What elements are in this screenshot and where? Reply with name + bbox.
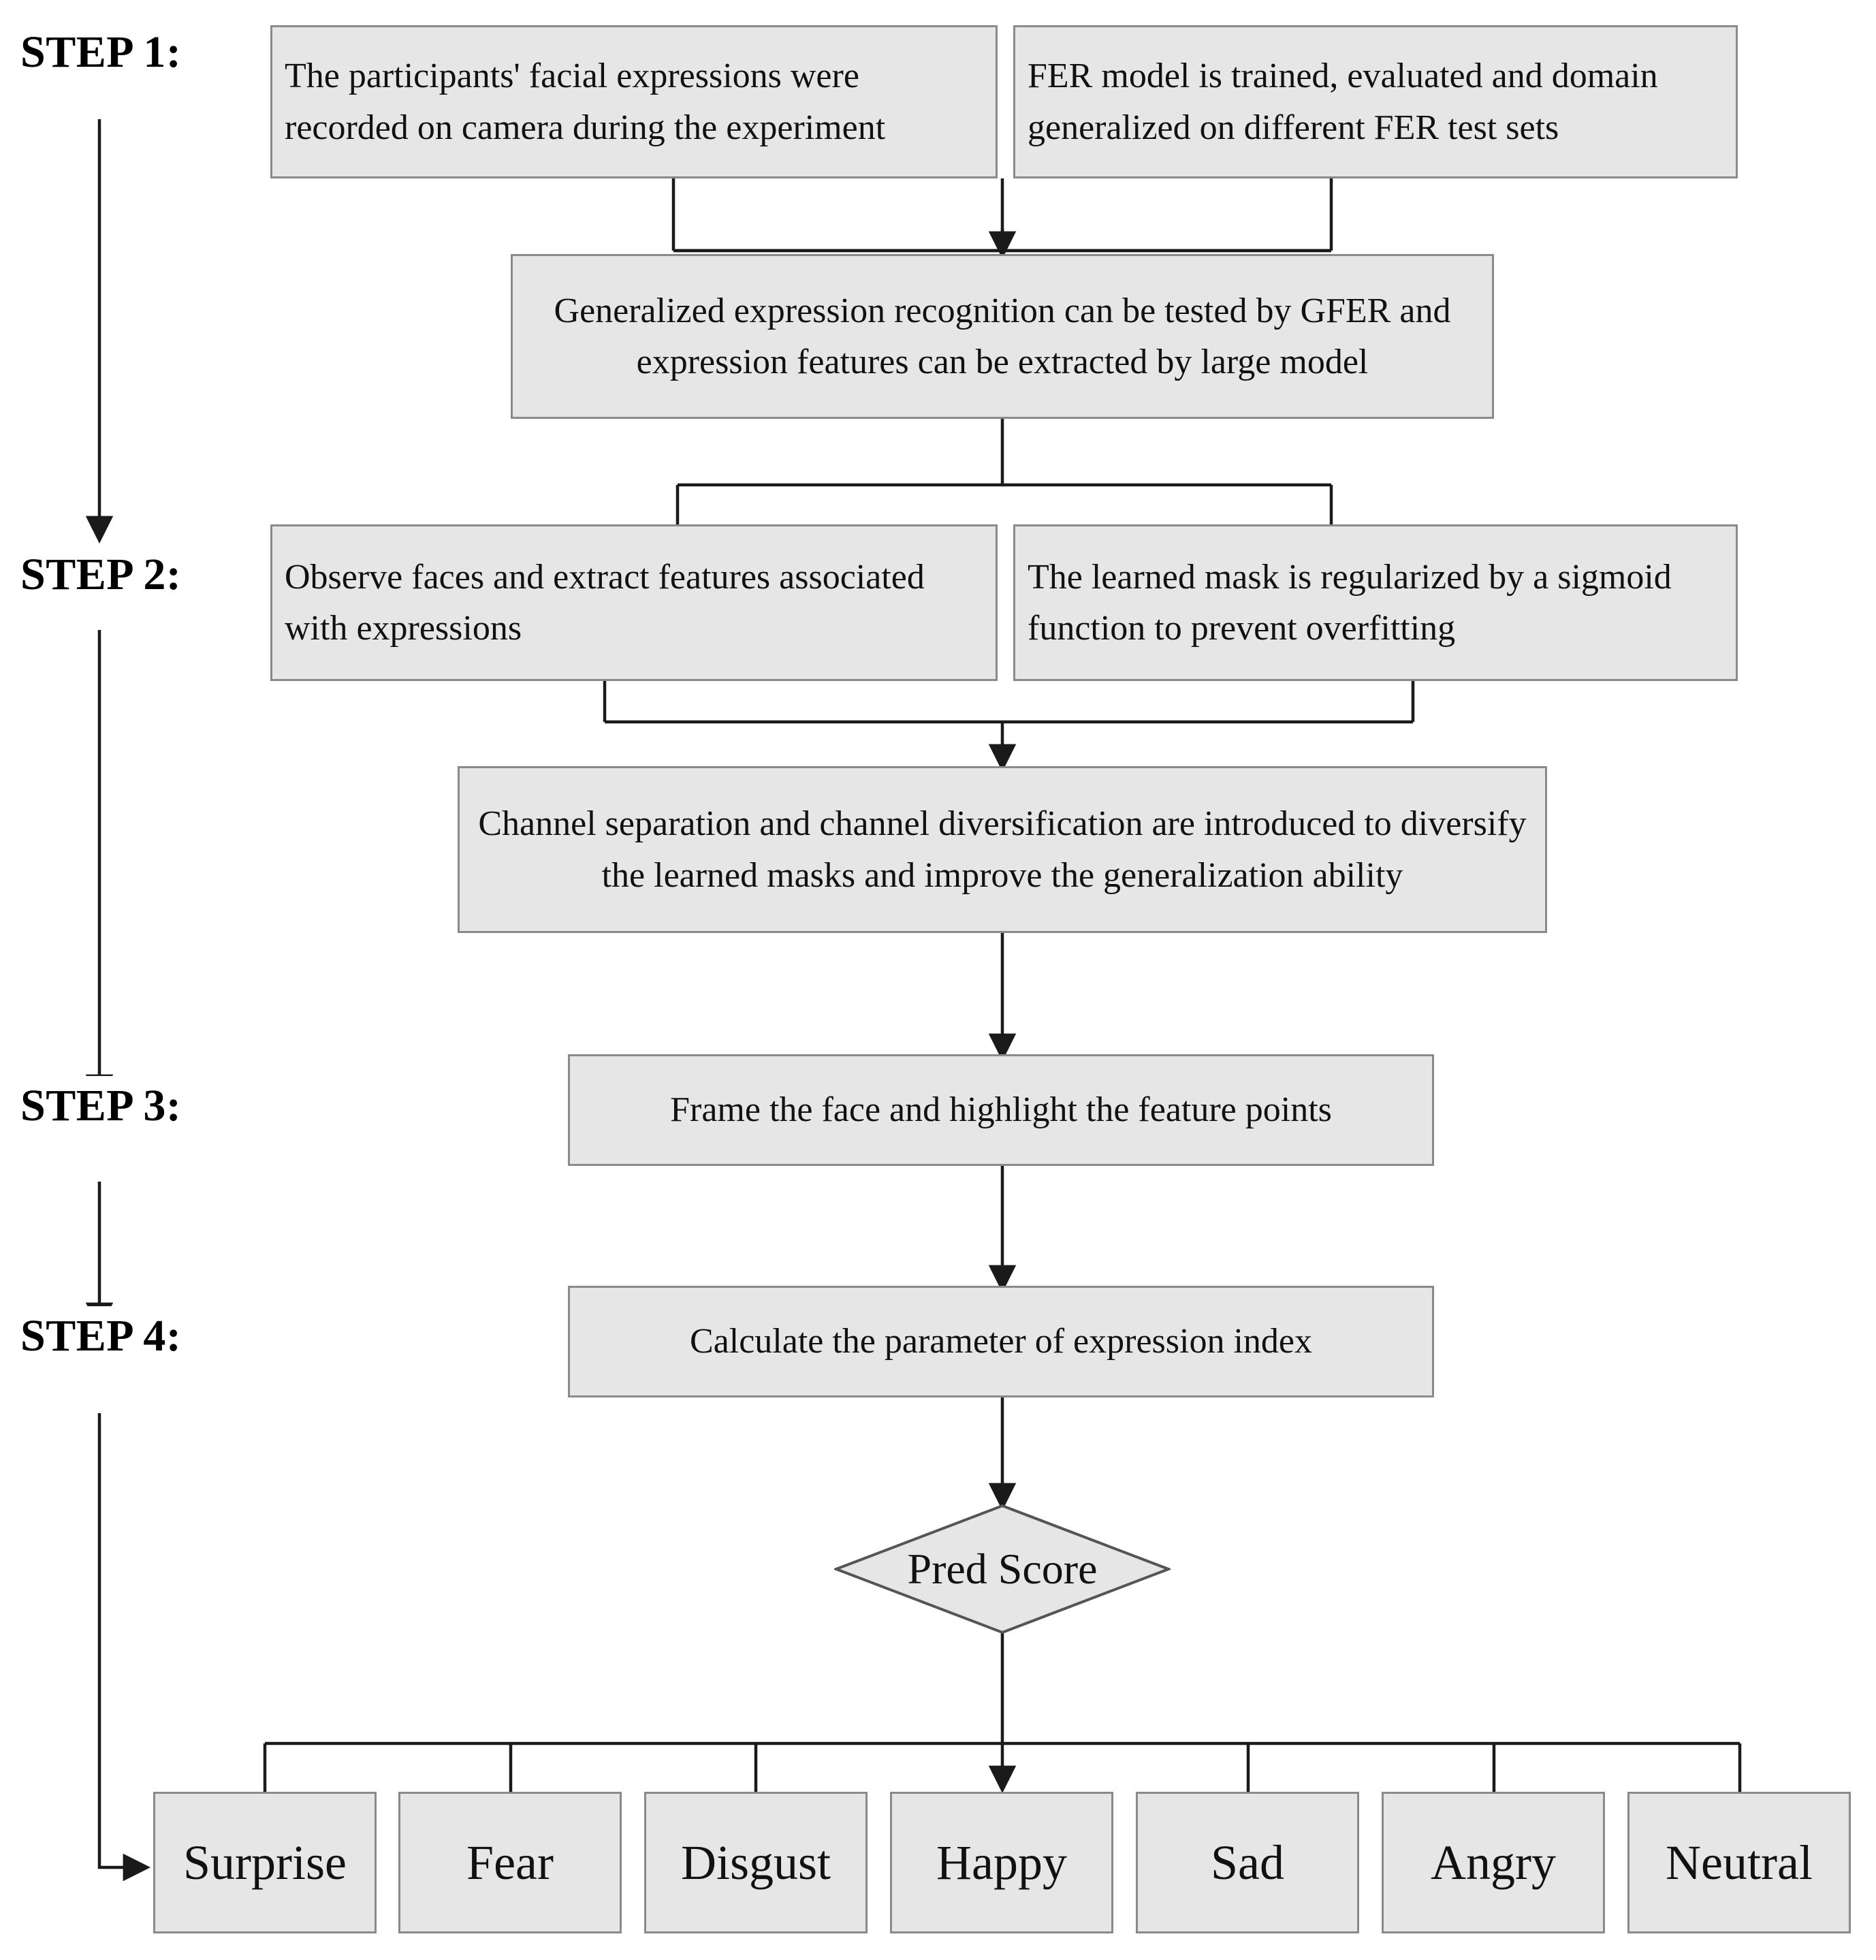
node-learned-mask[interactable]: The learned mask is regularized by a sig… xyxy=(1013,524,1738,681)
emotion-label-surprise: Surprise xyxy=(183,1835,347,1890)
diamond-shape xyxy=(832,1504,1173,1634)
node-learned-mask-text: The learned mask is regularized by a sig… xyxy=(1028,557,1672,648)
node-channel-separation[interactable]: Channel separation and channel diversifi… xyxy=(458,766,1547,933)
node-observe-faces-text: Observe faces and extract features assoc… xyxy=(285,557,925,648)
step-label-1: STEP 1: xyxy=(20,22,189,82)
emotion-label-sad: Sad xyxy=(1211,1835,1284,1890)
node-calculate-index-text: Calculate the parameter of expression in… xyxy=(690,1322,1312,1361)
node-participants[interactable]: The participants' facial expressions wer… xyxy=(270,25,998,178)
node-channel-separation-text: Channel separation and channel diversifi… xyxy=(478,804,1527,895)
node-fer-model[interactable]: FER model is trained, evaluated and doma… xyxy=(1013,25,1738,178)
emotion-box-disgust[interactable]: Disgust xyxy=(644,1792,868,1933)
step-label-2: STEP 2: xyxy=(20,545,189,605)
node-participants-text: The participants' facial expressions wer… xyxy=(285,57,886,147)
node-frame-face-text: Frame the face and highlight the feature… xyxy=(670,1090,1332,1130)
emotion-label-neutral: Neutral xyxy=(1666,1835,1813,1890)
node-generalized-recognition-text: Generalized expression recognition can b… xyxy=(554,291,1451,381)
node-pred-score[interactable]: Pred Score xyxy=(832,1504,1173,1634)
emotion-box-happy[interactable]: Happy xyxy=(890,1792,1113,1933)
step-label-3: STEP 3: xyxy=(20,1076,189,1136)
emotion-label-fear: Fear xyxy=(466,1835,554,1890)
step-label-4: STEP 4: xyxy=(20,1306,189,1366)
emotion-box-neutral[interactable]: Neutral xyxy=(1627,1792,1851,1933)
emotion-box-angry[interactable]: Angry xyxy=(1382,1792,1605,1933)
emotion-box-sad[interactable]: Sad xyxy=(1136,1792,1359,1933)
node-frame-face[interactable]: Frame the face and highlight the feature… xyxy=(568,1054,1434,1166)
emotion-label-disgust: Disgust xyxy=(680,1835,831,1890)
node-generalized-recognition[interactable]: Generalized expression recognition can b… xyxy=(511,254,1494,419)
node-calculate-index[interactable]: Calculate the parameter of expression in… xyxy=(568,1286,1434,1397)
emotion-box-surprise[interactable]: Surprise xyxy=(153,1792,377,1933)
node-fer-model-text: FER model is trained, evaluated and doma… xyxy=(1028,57,1658,147)
emotion-label-happy: Happy xyxy=(936,1835,1067,1890)
node-pred-score-text: Pred Score xyxy=(907,1545,1098,1593)
emotion-label-angry: Angry xyxy=(1431,1835,1556,1890)
emotion-box-fear[interactable]: Fear xyxy=(398,1792,622,1933)
node-observe-faces[interactable]: Observe faces and extract features assoc… xyxy=(270,524,998,681)
